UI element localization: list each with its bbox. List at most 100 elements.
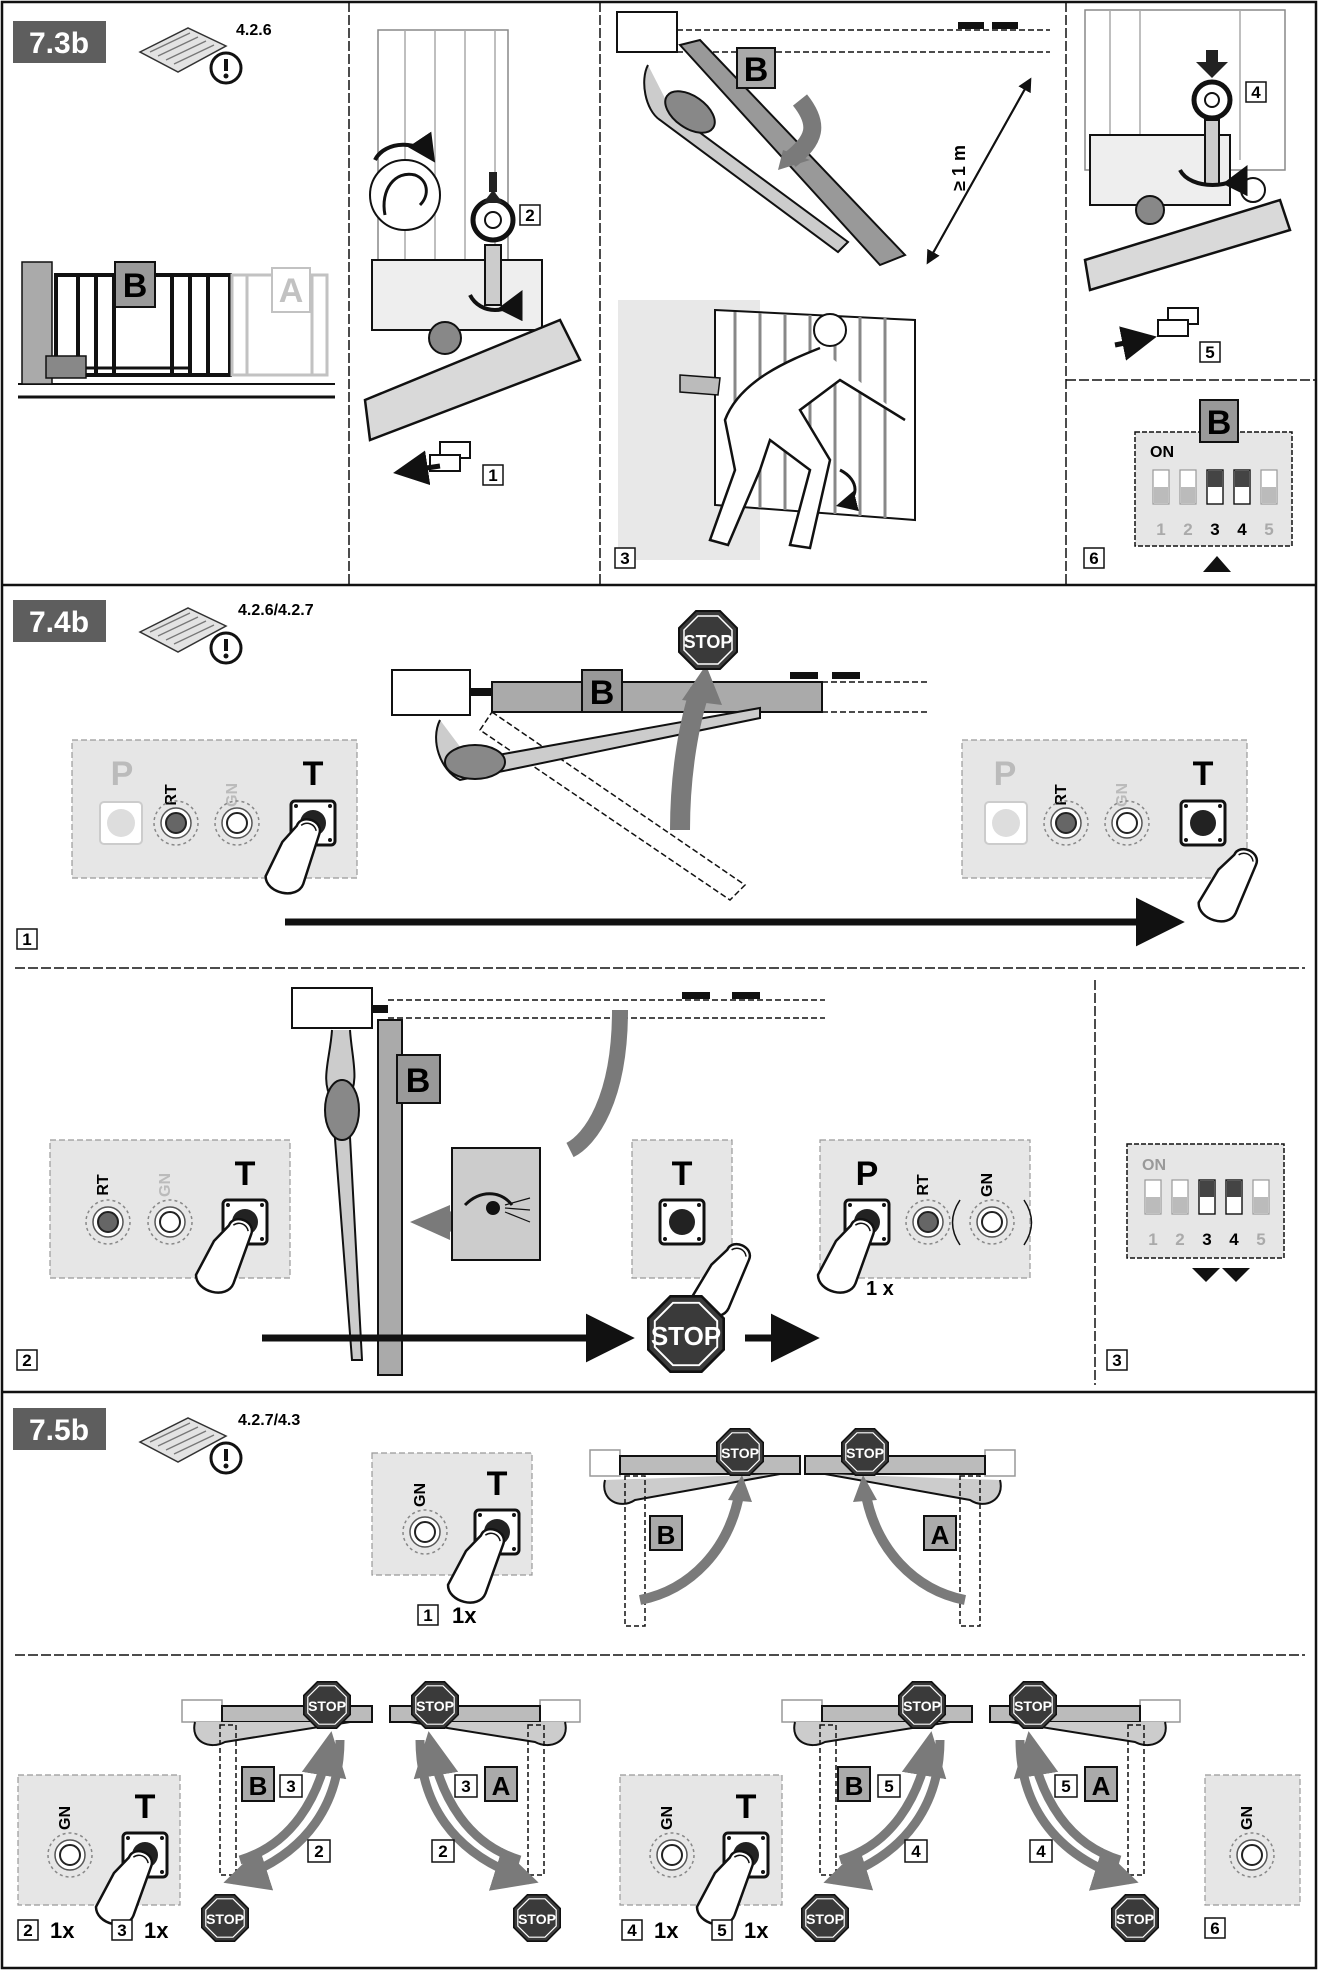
p-label: P: [111, 755, 134, 793]
step-label-5: 5: [1061, 1777, 1070, 1796]
lock-mechanism-illustration: 4 5: [1083, 9, 1292, 363]
dip-number: 2: [1183, 520, 1192, 539]
dip-number: 2: [1175, 1230, 1184, 1249]
step-label-6: 6: [1089, 549, 1098, 568]
gn-label: GN: [1239, 1806, 1256, 1830]
control-panel-step-4-5: GN T 4 1x 5 1x: [619, 1774, 783, 1943]
gate-label-b: B: [406, 1062, 431, 1100]
dip-number: 1: [1148, 1230, 1157, 1249]
dip-switch-7-4b: ON 1 2 3 4 5: [1126, 1143, 1285, 1282]
step-label-6: 6: [1210, 1919, 1219, 1938]
double-gate-illustration-top: B A STOP STOP: [589, 1428, 1016, 1627]
step-label-2: 2: [23, 1921, 32, 1940]
stop-label: STOP: [308, 1698, 346, 1714]
step-label-2: 2: [525, 206, 534, 225]
gate-distance-illustration: B ≥ 1 m: [616, 11, 1050, 267]
stop-label: STOP: [846, 1445, 884, 1461]
step-label-3: 3: [1112, 1351, 1121, 1370]
manual-reference: 4.2.7/4.3: [238, 1412, 300, 1429]
section-7-4b: 7.4b 4.2.6/4.2.7 P RT GN T: [13, 600, 1305, 1385]
double-gate-illustration-right: B 5 A 5 4 4 STOP STOP STOP STOP: [781, 1681, 1181, 1942]
section-7-3b: 7.3b 4.2.6 B A: [13, 2, 1316, 585]
gn-label: GN: [57, 1806, 74, 1830]
step-label-5: 5: [1205, 343, 1214, 362]
section-header-label: 7.5b: [29, 1414, 89, 1447]
dip-number: 4: [1229, 1230, 1239, 1249]
step-label-5: 5: [884, 1777, 893, 1796]
gn-led-panel-step-6: GN 6: [1204, 1774, 1301, 1939]
step-label-4: 4: [1251, 83, 1261, 102]
dip-number: 4: [1237, 520, 1247, 539]
triangle-down-icon: [1192, 1268, 1220, 1282]
t-label: T: [672, 1155, 693, 1193]
t-button-icon: [658, 1198, 706, 1246]
stop-label: STOP: [684, 632, 733, 652]
gate-label-b: B: [657, 1520, 676, 1550]
press-count: 1x: [744, 1918, 769, 1943]
manual-reference: 4.2.6: [236, 22, 272, 39]
t-button-panel: T: [631, 1139, 757, 1324]
stop-label: STOP: [1116, 1911, 1154, 1927]
step-label-5: 5: [717, 1921, 726, 1940]
section-header-label: 7.3b: [29, 27, 89, 60]
press-count: 1x: [50, 1918, 75, 1943]
step-label-2: 2: [314, 1842, 323, 1861]
stop-label: STOP: [1014, 1698, 1052, 1714]
step-label-1: 1: [423, 1606, 432, 1625]
step-label-2: 2: [438, 1842, 447, 1861]
control-panel-right: P RT GN T: [961, 739, 1264, 929]
dip-number: 5: [1256, 1230, 1265, 1249]
manual-icon: [138, 1416, 243, 1475]
t-label: T: [1193, 755, 1214, 793]
dip-number: 1: [1156, 520, 1165, 539]
step-label-3: 3: [286, 1777, 295, 1796]
press-count: 1 x: [866, 1278, 894, 1300]
p-label: P: [856, 1155, 879, 1193]
triangle-up-icon: [1203, 556, 1231, 572]
dip-on-label: ON: [1150, 444, 1174, 461]
rt-label: RT: [915, 1174, 932, 1196]
triangle-down-icon: [1222, 1268, 1250, 1282]
step-label-4: 4: [627, 1921, 637, 1940]
manual-icon: [138, 26, 243, 85]
rt-label: RT: [95, 1174, 112, 1196]
gn-label: GN: [979, 1173, 996, 1197]
rt-label: RT: [1053, 784, 1070, 806]
rt-label: RT: [163, 784, 180, 806]
stop-label: STOP: [206, 1911, 244, 1927]
dip-group-label: B: [1207, 404, 1232, 442]
stop-label: STOP: [651, 1321, 721, 1351]
release-mechanism-illustration: 2 1: [363, 29, 582, 486]
control-panel-step-1: GN T 1 1x: [371, 1452, 533, 1628]
gate-label-a: A: [279, 272, 304, 310]
dip-number: 3: [1202, 1230, 1211, 1249]
gate-label-b: B: [249, 1771, 268, 1801]
distance-label: ≥ 1 m: [949, 145, 969, 191]
gn-label: GN: [157, 1173, 174, 1197]
t-label: T: [135, 1788, 156, 1826]
section-header-badge: [13, 21, 106, 63]
t-button-icon: [1179, 799, 1227, 847]
t-label: T: [303, 755, 324, 793]
gate-label-a: A: [931, 1520, 950, 1550]
step-label-3: 3: [117, 1921, 126, 1940]
t-label: T: [487, 1465, 508, 1503]
double-gate-illustration-left: B 3 A 3 2 2 STOP STOP STOP STOP: [181, 1681, 581, 1942]
section-7-5b: 7.5b 4.2.7/4.3 GN T 1 1x: [13, 1408, 1305, 1943]
dip-number: 5: [1264, 520, 1273, 539]
gate-operator-illustration: B STOP: [391, 610, 930, 901]
stop-label: STOP: [518, 1911, 556, 1927]
p-label: P: [994, 755, 1017, 793]
step-label-4: 4: [1036, 1842, 1046, 1861]
dip-switch-7-3b: ON B 1 2 3 4 5 6: [1083, 399, 1293, 572]
gate-label-b: B: [845, 1771, 864, 1801]
gate-label-a: A: [1092, 1771, 1111, 1801]
control-panel-left: P RT GN T: [71, 739, 358, 900]
stop-label: STOP: [806, 1911, 844, 1927]
step-label-4: 4: [911, 1842, 921, 1861]
gn-label: GN: [659, 1806, 676, 1830]
press-count: 1x: [452, 1603, 477, 1628]
